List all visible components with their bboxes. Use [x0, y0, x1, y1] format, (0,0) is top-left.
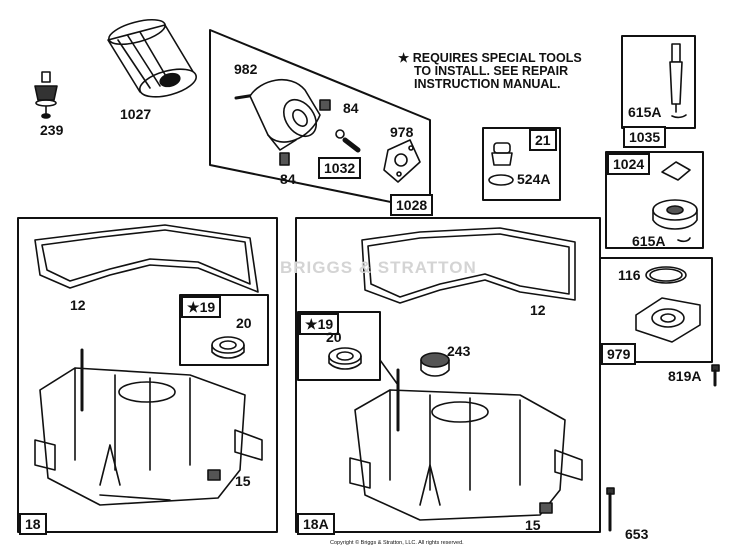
- label-1024[interactable]: 1024: [607, 153, 651, 175]
- label-19-right[interactable]: ★19: [299, 313, 340, 335]
- watermark: BRIGGS & STRATTON: [280, 258, 477, 277]
- part-21-drawing: [488, 142, 514, 186]
- note-line-3: INSTRUCTION MANUAL.: [414, 77, 561, 91]
- label-615A-bottom[interactable]: 615A: [632, 233, 666, 249]
- label-1035[interactable]: 1035: [623, 126, 667, 148]
- part-239-drawing: [34, 71, 58, 119]
- label-21[interactable]: 21: [529, 129, 557, 151]
- label-979[interactable]: 979: [601, 343, 637, 365]
- label-84-bottom[interactable]: 84: [280, 171, 296, 187]
- part-243-drawing: [420, 352, 450, 377]
- kit-1024-frame: [605, 151, 704, 249]
- star-icon: ★: [187, 299, 200, 315]
- label-15-right[interactable]: 15: [525, 517, 541, 533]
- label-15-left[interactable]: 15: [235, 473, 251, 489]
- label-116[interactable]: 116: [618, 267, 641, 283]
- part-979-drawing: [635, 266, 701, 343]
- part-1024-drawing: [652, 161, 698, 243]
- copyright-text: Copyright © Briggs & Stratton, LLC. All …: [330, 540, 464, 546]
- label-18A[interactable]: 18A: [297, 513, 335, 535]
- kit-18-frame: [17, 217, 278, 533]
- part-20-seal-right: [328, 347, 362, 370]
- label-1028[interactable]: 1028: [390, 194, 434, 216]
- kit-1028-frame: [209, 29, 431, 211]
- label-978[interactable]: 978: [390, 124, 414, 140]
- label-982[interactable]: 982: [234, 61, 258, 77]
- kit-19-right-frame: [297, 311, 381, 381]
- label-20-right[interactable]: 20: [326, 329, 342, 345]
- label-84-top[interactable]: 84: [343, 100, 359, 116]
- label-12-right[interactable]: 12: [530, 302, 546, 318]
- note-line-1: REQUIRES SPECIAL TOOLS: [412, 51, 582, 65]
- special-tools-note: ★ REQUIRES SPECIAL TOOLS TO INSTALL. SEE…: [398, 52, 582, 91]
- label-19-left[interactable]: ★19: [181, 296, 222, 318]
- part-84-drawing: [279, 99, 361, 166]
- label-653[interactable]: 653: [625, 526, 649, 542]
- part-982-drawing: [234, 79, 321, 151]
- label-19-left-text: 19: [199, 299, 216, 315]
- star-icon: ★: [398, 51, 410, 65]
- label-1032[interactable]: 1032: [318, 157, 362, 179]
- kit-18A-frame: [295, 217, 601, 533]
- part-18A-crankcase: [349, 359, 583, 521]
- label-19-right-text: 19: [317, 316, 334, 332]
- part-653-bolt: [606, 487, 615, 532]
- note-line-2: TO INSTALL. SEE REPAIR: [414, 64, 569, 78]
- part-978-drawing: [383, 139, 421, 183]
- part-1035-drawing: [669, 43, 687, 119]
- label-1027[interactable]: 1027: [120, 106, 152, 122]
- part-20-seal-left: [211, 336, 245, 359]
- label-524A[interactable]: 524A: [517, 171, 551, 187]
- kit-21-frame: [482, 127, 561, 201]
- label-20-left[interactable]: 20: [236, 315, 252, 331]
- part-12-gasket-right: [361, 227, 576, 304]
- part-18-crankcase: [34, 348, 263, 506]
- part-819A-drawing: [711, 364, 720, 387]
- star-icon: ★: [305, 316, 318, 332]
- label-243[interactable]: 243: [447, 343, 471, 359]
- label-18[interactable]: 18: [19, 513, 47, 535]
- part-1027-drawing: [107, 18, 197, 98]
- label-615A-top[interactable]: 615A: [628, 104, 662, 120]
- part-12-gasket-left: [34, 224, 259, 293]
- label-12-left[interactable]: 12: [70, 297, 86, 313]
- kit-1035-frame: [621, 35, 696, 129]
- label-819A[interactable]: 819A: [668, 368, 702, 384]
- part-15-plug-left: [207, 469, 221, 481]
- part-15-plug-right: [539, 502, 553, 514]
- label-239[interactable]: 239: [40, 122, 64, 138]
- kit-19-left-frame: [179, 294, 269, 366]
